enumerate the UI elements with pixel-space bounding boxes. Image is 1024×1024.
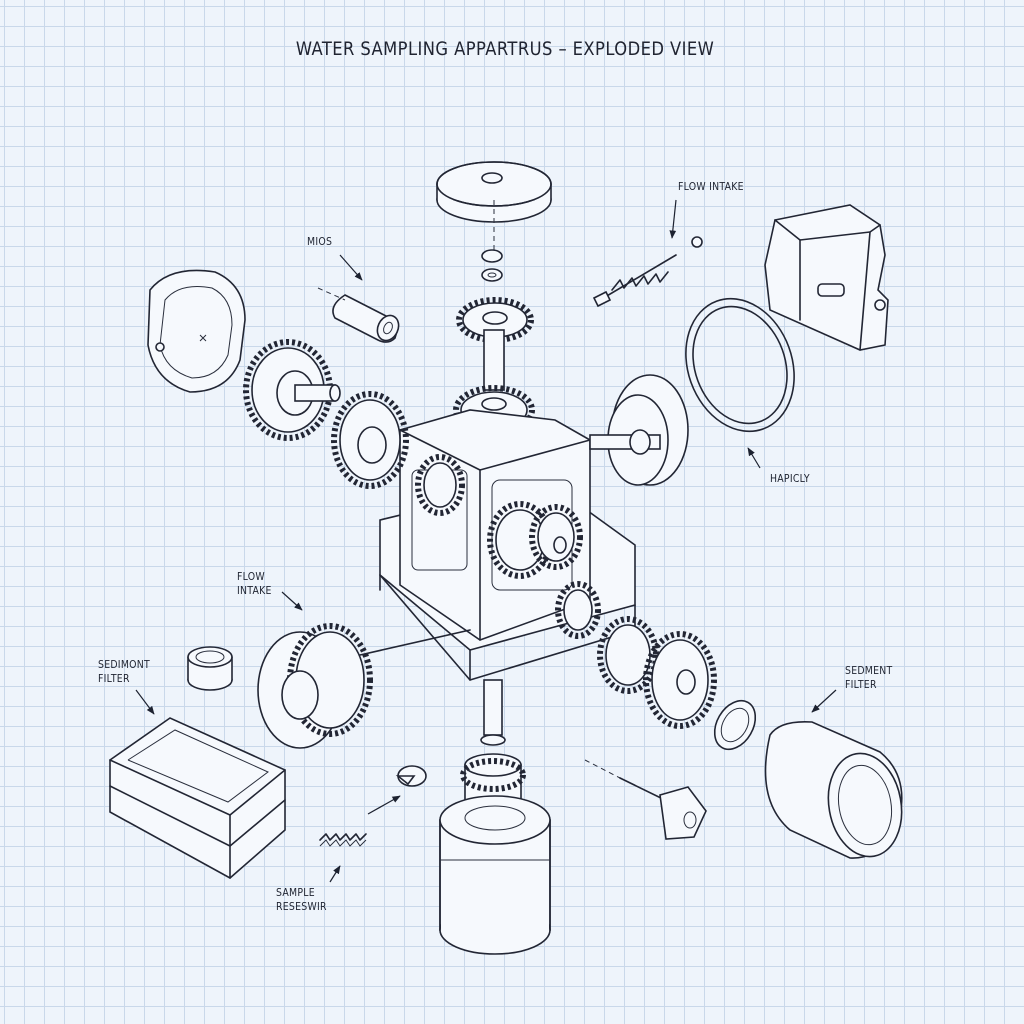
right-flange xyxy=(589,374,689,486)
label-sediment-filter-right: SEDMENT FILTER xyxy=(845,664,893,691)
top-cap-disc xyxy=(436,161,552,250)
bottom-right-pin xyxy=(584,759,707,840)
left-pump-cover xyxy=(147,269,246,393)
flow-intake-top-arrow xyxy=(669,199,677,239)
label-flow-intake-top: FLOW INTAKE xyxy=(678,180,744,193)
bushing-sleeve xyxy=(317,287,400,343)
label-sample-reservoir: SAMPLE RESESWIR xyxy=(276,886,327,913)
sediment-filter-right-arrow xyxy=(811,689,837,713)
diagram-title: WATER SAMPLING APPARTRUS – EXPLODED VIEW xyxy=(295,38,715,60)
right-gear-pair xyxy=(597,616,717,729)
small-cup-left xyxy=(187,646,233,691)
right-sediment-filter xyxy=(764,720,903,859)
top-gear xyxy=(456,297,534,391)
bottom-reservoir xyxy=(439,679,551,955)
central-housing xyxy=(379,409,636,681)
flow-intake-spring xyxy=(592,236,703,308)
flow-intake-left-arrow xyxy=(281,591,303,611)
mios-arrow xyxy=(339,254,363,281)
hapicly-arrow xyxy=(747,447,761,469)
label-sediment-filter-left: SEDIMONT FILTER xyxy=(98,658,150,685)
small-spring xyxy=(319,833,367,847)
left-sediment-tray xyxy=(109,717,286,879)
shaft-washers xyxy=(481,249,503,282)
left-gear xyxy=(243,339,341,441)
label-hapicly: HAPICLY xyxy=(770,472,810,485)
left-inner-gear xyxy=(331,391,409,489)
sediment-filter-left-arrow xyxy=(135,689,155,715)
sample-reservoir-arrow xyxy=(329,865,341,883)
connector-arrow xyxy=(367,795,401,815)
right-motor-block xyxy=(764,204,889,351)
small-ring-right xyxy=(713,699,757,751)
label-flow-intake-left: FLOW INTAKE xyxy=(237,570,272,597)
seal-ring xyxy=(685,297,795,433)
left-flange-gear xyxy=(257,623,471,749)
small-connector xyxy=(395,765,427,787)
label-mios: MIOS xyxy=(307,235,333,248)
